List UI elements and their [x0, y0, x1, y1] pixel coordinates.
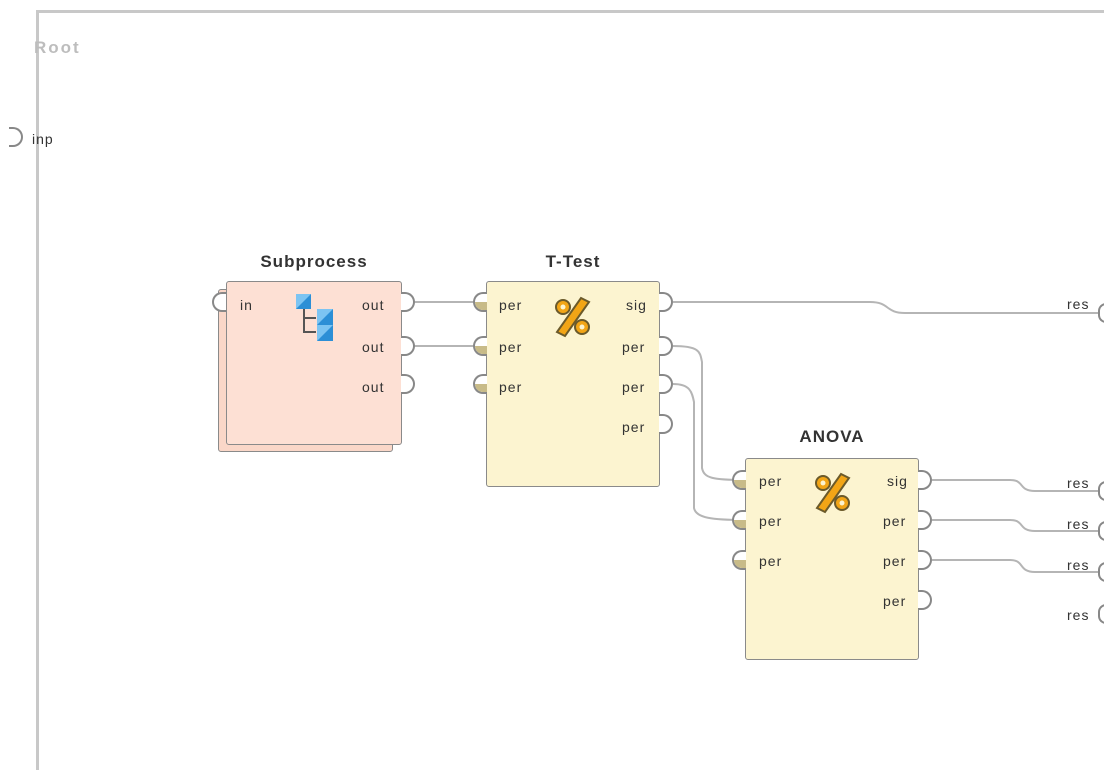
- ttest-out-per2-port[interactable]: [659, 374, 673, 394]
- subprocess-title: Subprocess: [260, 252, 368, 271]
- anova-out-sig-label: sig: [887, 473, 908, 489]
- anova-out-per3-port[interactable]: [918, 590, 932, 610]
- result-port-4-label: res: [1067, 557, 1090, 573]
- anova-in2-label: per: [759, 513, 783, 529]
- anova-out-per2-label: per: [883, 553, 907, 569]
- percent-icon: [555, 296, 591, 338]
- wire-anova-sig-res2: [932, 479, 1098, 492]
- subprocess-in-port[interactable]: [212, 292, 226, 312]
- ttest-in2-port[interactable]: [473, 336, 487, 356]
- subprocess-out2-port[interactable]: [401, 336, 415, 356]
- ttest-in2-label: per: [499, 339, 523, 355]
- anova-out-per1-label: per: [883, 513, 907, 529]
- percent-icon: [815, 472, 851, 514]
- subprocess-tree-icon: [296, 294, 333, 341]
- anova-out-per2-port[interactable]: [918, 550, 932, 570]
- result-port-3[interactable]: [1098, 521, 1104, 541]
- ttest-out-per3-port[interactable]: [659, 414, 673, 434]
- result-port-4[interactable]: [1098, 562, 1104, 582]
- result-port-3-label: res: [1067, 516, 1090, 532]
- wire-ttest-per1-anova-in1: [672, 345, 746, 481]
- anova-in1-port[interactable]: [732, 470, 746, 490]
- result-port-5[interactable]: [1098, 604, 1104, 624]
- ttest-in1-port[interactable]: [473, 292, 487, 312]
- anova-in2-port[interactable]: [732, 510, 746, 530]
- result-port-2-label: res: [1067, 475, 1090, 491]
- process-input-port[interactable]: [9, 127, 23, 147]
- anova-out-per3-label: per: [883, 593, 907, 609]
- ttest-in3-port[interactable]: [473, 374, 487, 394]
- result-port-1[interactable]: [1098, 303, 1104, 323]
- result-port-2[interactable]: [1098, 481, 1104, 501]
- ttest-in1-label: per: [499, 297, 523, 313]
- result-port-5-label: res: [1067, 607, 1090, 623]
- subprocess-out3-label: out: [362, 379, 385, 395]
- subprocess-in-label: in: [240, 297, 253, 313]
- anova-in3-label: per: [759, 553, 783, 569]
- ttest-out-per2-label: per: [622, 379, 646, 395]
- wire-ttest-per2-anova-in2: [672, 383, 746, 521]
- subprocess-out1-label: out: [362, 297, 385, 313]
- subprocess-operator[interactable]: [226, 281, 402, 445]
- ttest-out-per1-port[interactable]: [659, 336, 673, 356]
- ttest-in3-label: per: [499, 379, 523, 395]
- connection-wires: [413, 301, 1098, 573]
- anova-title: ANOVA: [799, 427, 865, 446]
- subprocess-out1-port[interactable]: [401, 292, 415, 312]
- anova-in1-label: per: [759, 473, 783, 489]
- process-root-label: Root: [34, 38, 81, 57]
- wire-anova-per2-res4: [932, 559, 1098, 573]
- ttest-out-sig-port[interactable]: [659, 292, 673, 312]
- subprocess-out3-port[interactable]: [401, 374, 415, 394]
- anova-out-per1-port[interactable]: [918, 510, 932, 530]
- process-canvas[interactable]: [36, 10, 1104, 770]
- wire-ttest-sig-res1: [673, 301, 1098, 314]
- ttest-out-sig-label: sig: [626, 297, 647, 313]
- ttest-out-per1-label: per: [622, 339, 646, 355]
- process-input-port-label: inp: [32, 131, 54, 147]
- anova-out-sig-port[interactable]: [918, 470, 932, 490]
- ttest-out-per3-label: per: [622, 419, 646, 435]
- ttest-title: T-Test: [545, 252, 601, 271]
- wire-anova-per1-res3: [932, 519, 1098, 532]
- subprocess-out2-label: out: [362, 339, 385, 355]
- anova-in3-port[interactable]: [732, 550, 746, 570]
- result-port-1-label: res: [1067, 296, 1090, 312]
